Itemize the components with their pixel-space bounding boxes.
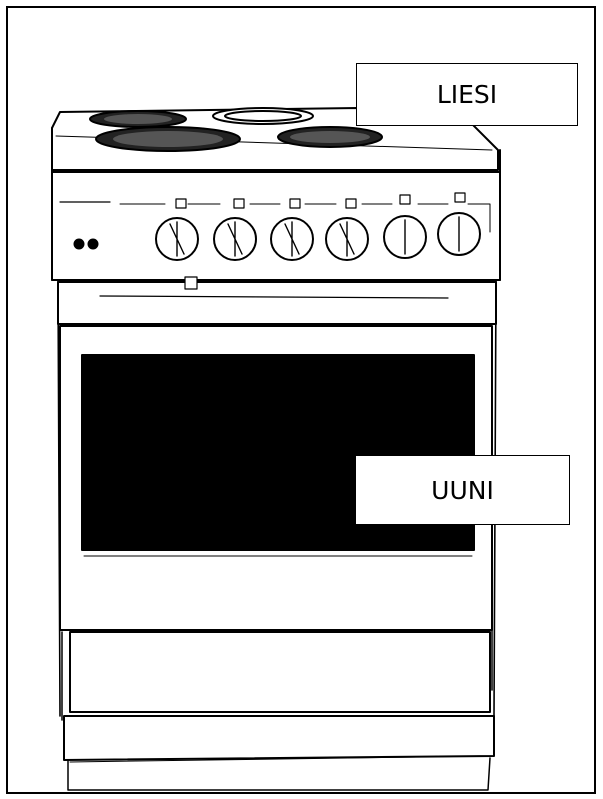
indicator-light <box>89 240 98 249</box>
cooktop-label: LIESI <box>356 63 578 126</box>
hotplate <box>213 108 313 124</box>
storage-drawer <box>70 632 490 712</box>
hotplate <box>278 127 382 147</box>
door-handle-bar <box>58 282 496 324</box>
hotplate <box>96 127 240 151</box>
indicator-light <box>75 240 84 249</box>
oven-label: UUNI <box>355 455 570 525</box>
hotplate <box>90 111 186 127</box>
plinth <box>64 716 494 760</box>
